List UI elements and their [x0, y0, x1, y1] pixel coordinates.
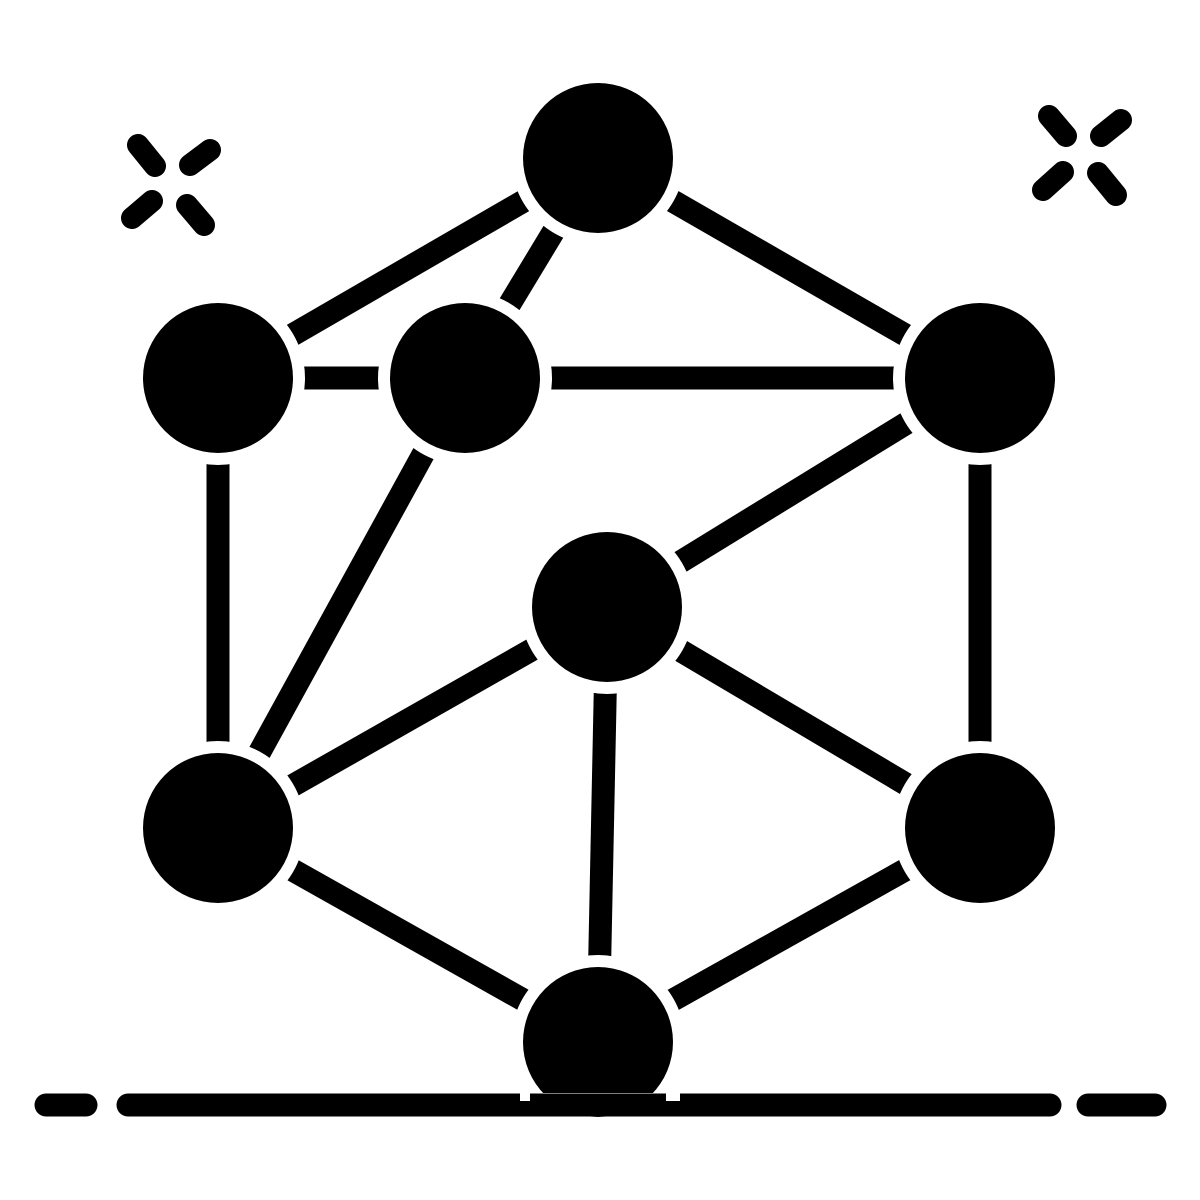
atom-node	[893, 741, 1067, 915]
sparkle-dash	[176, 194, 215, 236]
atom-nodes	[131, 71, 1067, 1129]
sparkle-dash	[1090, 109, 1132, 147]
atom-node	[520, 520, 694, 694]
atom-node	[511, 71, 685, 245]
sparkle-dash	[179, 139, 221, 176]
atom-node	[131, 291, 305, 465]
sparkle-dash	[1038, 105, 1077, 147]
sparkle-dash	[1087, 162, 1127, 206]
sparkle-dash	[127, 134, 166, 177]
atom-node	[131, 741, 305, 915]
atom-node	[893, 291, 1067, 465]
sparkle-dash	[1032, 161, 1074, 201]
sparkle-icons	[121, 105, 1132, 236]
atom-node	[378, 291, 552, 465]
atom-node	[511, 955, 685, 1129]
sparkle-dash	[121, 190, 163, 229]
